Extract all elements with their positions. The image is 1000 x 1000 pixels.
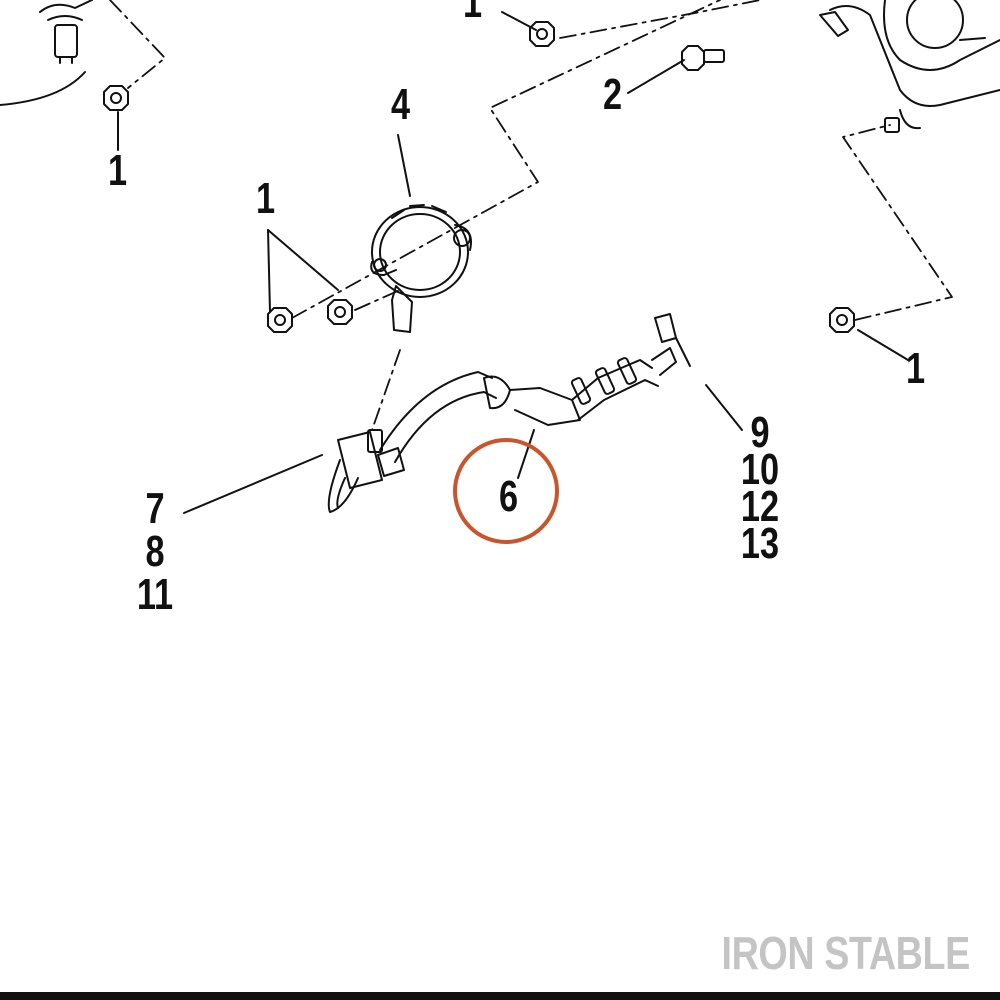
- hose-assembly-6: [327, 313, 691, 513]
- nut-right: [829, 307, 855, 333]
- nut-top-left: [103, 85, 129, 111]
- callout-group-left: 7 8 11: [128, 484, 183, 619]
- callout-10: 10: [740, 445, 780, 494]
- bolt-2: [681, 45, 725, 71]
- top-right-bracket: [819, 0, 1000, 133]
- nut-mid-a: [267, 307, 293, 333]
- callout-8: 8: [145, 527, 165, 576]
- callout-7: 7: [145, 484, 165, 533]
- nut-mid-b: [327, 299, 353, 325]
- highlight-circle: [453, 438, 559, 544]
- sensor-housing-4: [370, 204, 472, 333]
- callout-6: 6: [499, 472, 519, 521]
- callout-13: 13: [740, 519, 780, 568]
- watermark-text: IRON STABLE: [721, 927, 971, 979]
- bottom-border-bar: [0, 992, 1000, 1000]
- leader-lines: [117, 11, 909, 514]
- callout-1-left: 1: [108, 146, 128, 195]
- nut-top: [529, 21, 555, 47]
- callout-11: 11: [136, 570, 174, 619]
- callout-1-top: 1: [463, 0, 483, 27]
- callout-12: 12: [740, 482, 780, 531]
- top-left-assembly: [0, 0, 93, 106]
- callout-group-right: 9 10 12 13: [729, 408, 791, 568]
- callout-1-mid: 1: [256, 174, 276, 223]
- callout-9: 9: [750, 408, 770, 457]
- callout-2: 2: [603, 70, 623, 119]
- callout-1-right: 1: [906, 344, 926, 393]
- callout-4: 4: [391, 80, 411, 129]
- guide-lines: [109, 0, 953, 431]
